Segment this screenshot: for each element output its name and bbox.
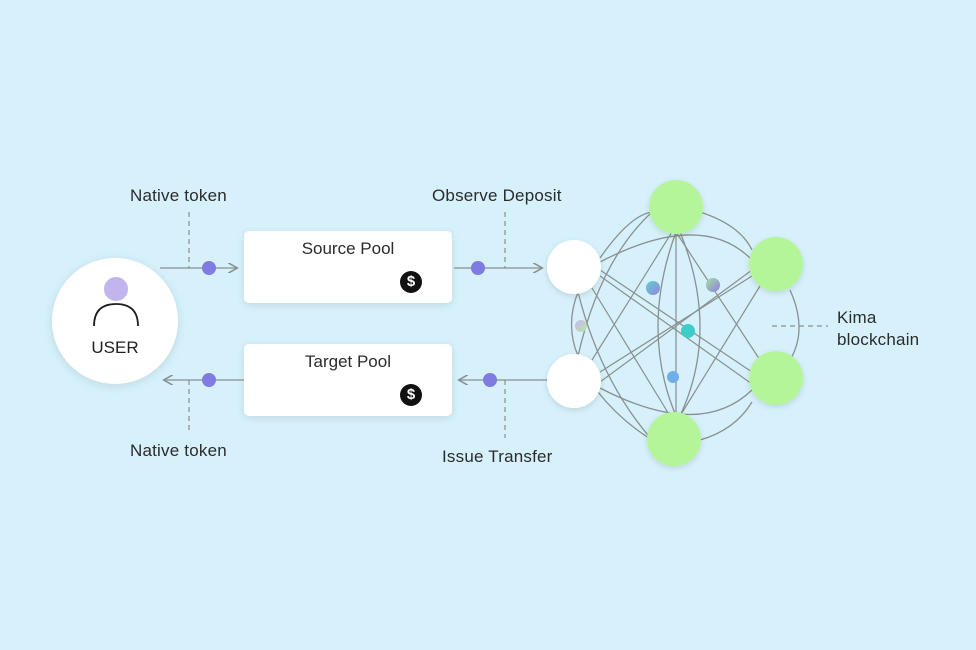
message-dot <box>667 371 679 383</box>
observe-deposit-label: Observe Deposit <box>432 186 562 205</box>
network-node-white <box>547 240 601 294</box>
network-edges <box>570 211 800 441</box>
issue-transfer-label: Issue Transfer <box>442 447 553 466</box>
target-pool-title: Target Pool <box>305 352 391 371</box>
native-token-label-top: Native token <box>130 186 227 205</box>
network-edges-straight <box>591 231 761 417</box>
user-icon <box>93 277 139 327</box>
message-dot <box>681 324 695 338</box>
token-dot <box>471 261 485 275</box>
native-token-label-bottom: Native token <box>130 441 227 460</box>
message-dot <box>646 281 660 295</box>
dollar-icon: $ <box>400 384 422 406</box>
token-dot <box>202 261 216 275</box>
network-node-green <box>749 351 803 405</box>
message-dot <box>706 278 720 292</box>
source-pool-title: Source Pool <box>301 239 395 258</box>
user-node: USER <box>52 258 178 384</box>
message-dot <box>575 320 587 332</box>
source-pool: Source Pool $ <box>244 231 452 303</box>
token-dot <box>202 373 216 387</box>
user-label: USER <box>91 338 139 357</box>
network-node-white <box>547 354 601 408</box>
dollar-icon: $ <box>400 271 422 293</box>
kima-label-line2: blockchain <box>837 330 920 349</box>
network-node-green <box>749 237 803 291</box>
kima-label-line1: Kima <box>837 308 877 327</box>
target-pool: Target Pool $ <box>244 344 452 416</box>
network-node-green <box>649 180 703 234</box>
token-dot <box>483 373 497 387</box>
network-node-green <box>647 412 701 466</box>
